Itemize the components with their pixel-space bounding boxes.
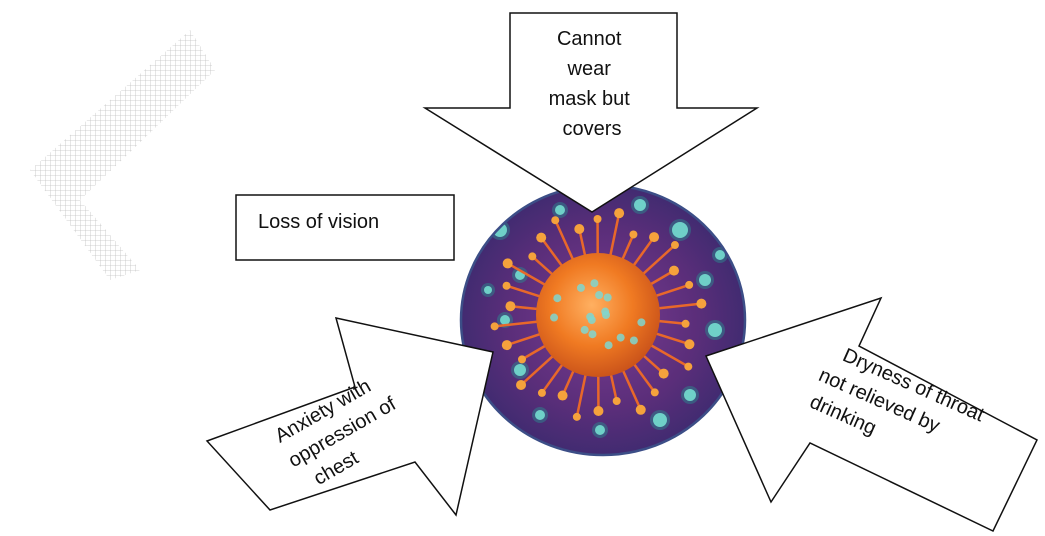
arrow-top: Cannot wear mask but covers: [425, 13, 757, 212]
arrow-left: Anxiety with oppression of chest: [207, 318, 493, 515]
arrow-right: Dryness of throat not relieved by drinki…: [706, 298, 1037, 531]
watermark-letter: [30, 30, 215, 280]
symptom-box: Loss of vision: [236, 195, 454, 260]
coronavirus-icon: [461, 185, 745, 455]
symptom-box-label: Loss of vision: [258, 211, 379, 233]
